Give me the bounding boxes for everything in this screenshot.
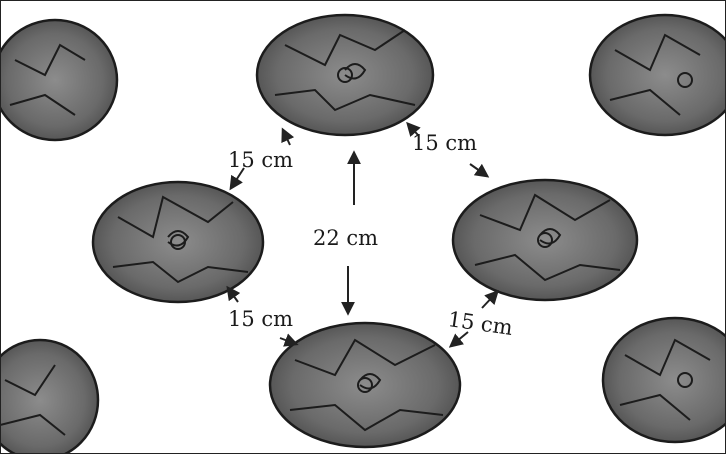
arrow-bottom-left-gap-lower [280,338,296,344]
plant-middle-right [453,180,637,300]
plant-bottom-right-partial [603,318,726,442]
arrow-bottom-right-gap-lower [451,332,468,346]
plant-top-center [257,15,433,135]
arrow-top-left-gap-upper [283,130,290,145]
arrow-bottom-left-gap-upper [228,288,238,302]
plant-bottom-left-partial [0,340,98,454]
label-top-right-gap: 15 cm [412,133,477,154]
arrow-top-right-gap-lower [470,164,487,176]
plant-bottom-center [270,323,460,447]
label-top-left-gap: 15 cm [228,150,293,171]
plant-top-right-partial [590,15,726,135]
label-bottom-left-gap: 15 cm [228,309,293,330]
plant-middle-left [93,182,263,302]
plant-top-left-partial [0,20,117,140]
label-row-gap: 22 cm [313,228,378,249]
arrow-bottom-right-gap-upper [482,292,497,308]
